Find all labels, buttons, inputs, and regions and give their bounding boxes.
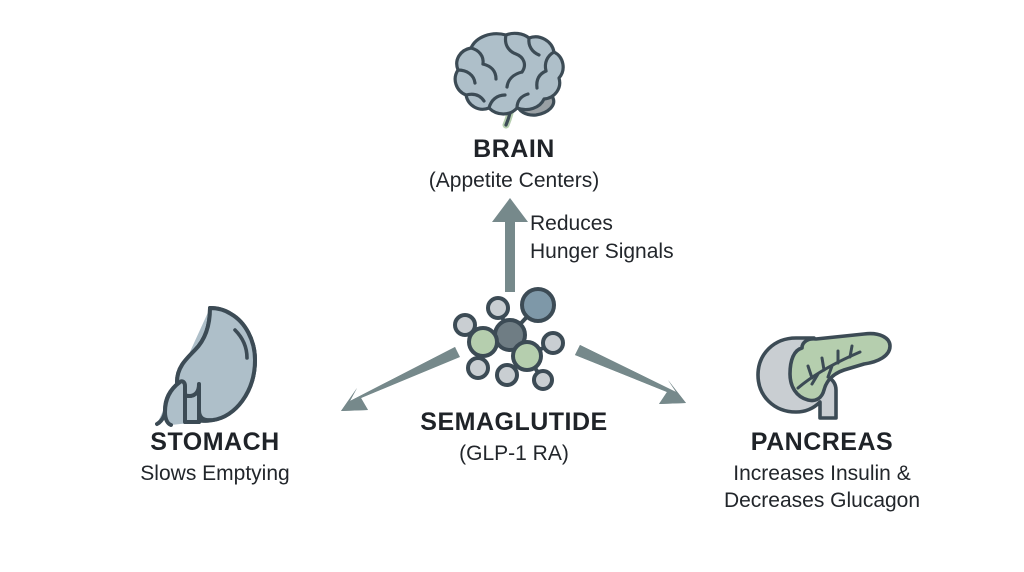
brain-label-group: BRAIN (Appetite Centers): [364, 135, 664, 195]
arrow-down-left-to-stomach: [341, 347, 460, 411]
center-subtitle: (GLP-1 RA): [459, 441, 569, 465]
stomach-title: STOMACH: [150, 428, 280, 456]
edge-label-brain-line1: Reduces: [530, 212, 613, 235]
brain-title: BRAIN: [473, 135, 555, 163]
pancreas-icon: [752, 330, 892, 422]
stomach-subtitle: Slows Emptying: [140, 461, 290, 485]
arrow-down-right-to-pancreas: [575, 345, 686, 404]
stomach-icon: [155, 302, 275, 430]
brain-icon: [450, 22, 580, 134]
pancreas-subtitle-line2: Decreases Glucagon: [723, 488, 921, 512]
edge-label-brain: Reduces Hunger Signals: [530, 210, 674, 267]
pancreas-title: PANCREAS: [750, 428, 894, 456]
arrow-up-to-brain: [492, 198, 528, 292]
stomach-label-group: STOMACH Slows Emptying: [65, 428, 365, 488]
pancreas-subtitle-line1: Increases Insulin &: [733, 461, 911, 485]
pancreas-label-group: PANCREAS Increases Insulin & Decreases G…: [672, 428, 972, 515]
brain-subtitle: (Appetite Centers): [428, 168, 600, 192]
center-title: SEMAGLUTIDE: [420, 408, 608, 436]
center-label-group: SEMAGLUTIDE (GLP-1 RA): [364, 408, 664, 468]
molecule-icon: [445, 280, 575, 395]
edge-label-brain-line2: Hunger Signals: [530, 240, 674, 264]
